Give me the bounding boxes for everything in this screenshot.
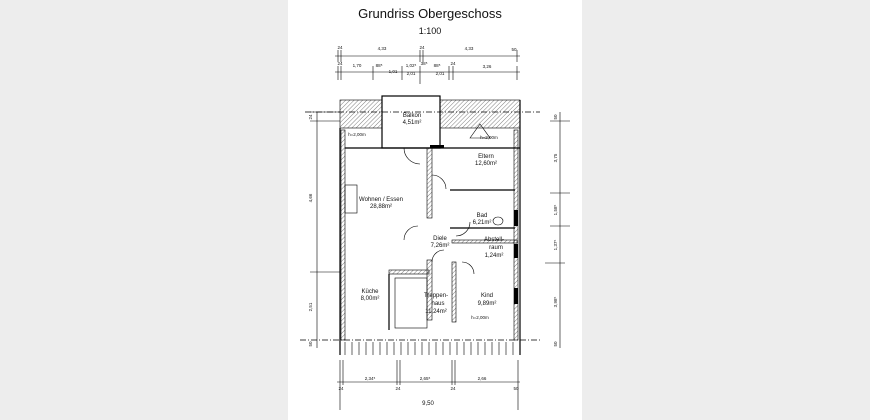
room-wohnen-area: 28,88m² <box>370 204 392 210</box>
dim-label: 2,65⁵ <box>420 376 431 381</box>
room-abstell-name2: raum <box>489 245 503 251</box>
room-diele-area: 7,26m² <box>431 243 450 249</box>
left-dimensions: 24 4,66 2,51 50 <box>308 111 340 348</box>
height-label: h=2,00m <box>471 315 489 320</box>
height-label: h=2,00m <box>480 135 498 140</box>
room-kind-name: Kind <box>481 293 493 299</box>
dim-label: 4,66 <box>308 193 313 202</box>
dim-label: 1,02⁵ <box>406 63 417 68</box>
room-treppe-area: 11,24m² <box>425 309 447 315</box>
room-abstell-area: 1,24m² <box>485 253 504 259</box>
room-bad-area: 6,21m² <box>473 220 492 226</box>
dim-label: 1,01 <box>389 69 398 74</box>
dim-label: 2,34⁵ <box>365 376 376 381</box>
dim-label: 4,33 <box>465 46 474 51</box>
dim-total: 9,50 <box>422 401 434 407</box>
dim-label: 24 <box>450 61 456 66</box>
room-eltern-area: 12,60m² <box>475 161 497 167</box>
room-kind-area: 9,89m² <box>478 301 497 307</box>
plan-title: Grundriss Obergeschoss <box>358 6 502 21</box>
room-diele-name: Diele <box>433 236 447 242</box>
room-kueche-name: Küche <box>361 289 379 295</box>
dim-label: 50 <box>553 341 558 347</box>
dim-label: 3,75 <box>553 153 558 162</box>
dim-label: 88⁵ <box>434 63 441 68</box>
room-treppe-name: Treppen- <box>424 293 448 299</box>
right-dimensions: 50 3,75 1,58⁵ 1,37⁵ 3,98⁵ 50 <box>545 112 570 348</box>
room-bad-name: Bad <box>477 213 488 219</box>
dim-label: 88⁵ <box>376 63 383 68</box>
drawing-sheet <box>288 0 582 420</box>
dim-label: 3,98⁵ <box>553 297 558 308</box>
room-eltern-name: Eltern <box>478 154 494 160</box>
dim-label: 1,58⁵ <box>553 205 558 216</box>
dim-label: 24 <box>337 61 343 66</box>
room-kueche-area: 8,00m² <box>361 296 380 302</box>
dim-label: 50 <box>308 341 313 347</box>
dim-label: 24 <box>419 45 425 50</box>
dim-label: 2,66 <box>478 376 487 381</box>
room-abstell-name: Abstell- <box>484 237 504 243</box>
dim-label: 24 <box>395 386 401 391</box>
room-balkon-area: 4,51m² <box>403 120 422 126</box>
dim-label: 24 <box>450 386 456 391</box>
dim-label: 50 <box>553 114 558 120</box>
room-wohnen-name: Wohnen / Essen <box>359 197 403 203</box>
building-walls <box>300 95 540 355</box>
dim-label: 38⁵ <box>421 61 428 66</box>
dim-label: 50 <box>513 386 519 391</box>
top-dimensions: 24 4,33 24 4,33 50 24 1,70 88⁵ 1,01 1,02… <box>335 45 520 84</box>
dim-label: 4,33 <box>378 46 387 51</box>
dim-label: 50 <box>511 47 517 52</box>
dim-label: 24 <box>338 386 344 391</box>
room-treppe-name2: haus <box>431 301 444 307</box>
dim-label: 2,01 <box>436 71 445 76</box>
room-balkon-name: Balkon <box>403 113 421 119</box>
dim-label: 1,70 <box>353 63 362 68</box>
bottom-dimensions: 2,34⁵ 2,65⁵ 2,66 24 24 24 50 9,50 <box>337 360 520 410</box>
height-label: h=2,00m <box>348 132 366 137</box>
dim-label: 2,51 <box>308 302 313 311</box>
dim-label: 3,26 <box>483 64 492 69</box>
dim-label: 1,37⁵ <box>553 240 558 251</box>
plan-scale: 1:100 <box>419 26 442 36</box>
dim-label: 24 <box>308 114 313 120</box>
room-labels: Balkon 4,51m² Eltern 12,60m² Wohnen / Es… <box>348 113 504 320</box>
dim-label: 24 <box>337 45 343 50</box>
dim-label: 2,01 <box>407 71 416 76</box>
